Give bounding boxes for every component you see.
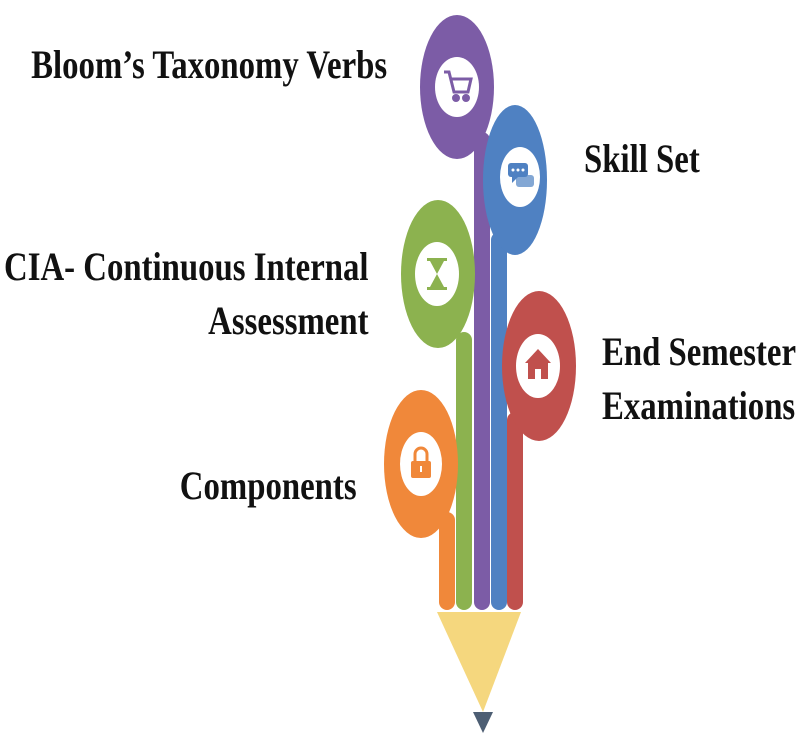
- label-cia-line2: Assessment: [208, 298, 369, 343]
- label-blooms-text: Bloom’s Taxonomy Verbs: [30, 42, 387, 87]
- bubble-end: [502, 291, 576, 441]
- chat-bubbles-icon: [508, 163, 534, 187]
- label-end: End Semester Examinations: [602, 325, 796, 433]
- label-end-line2: Examinations: [602, 383, 796, 428]
- label-blooms: Bloom’s Taxonomy Verbs: [31, 38, 387, 92]
- bubble-blooms: [420, 15, 494, 159]
- label-cia: CIA- Continuous Internal Assessment: [4, 240, 369, 348]
- bubble-components: [384, 390, 458, 538]
- label-cia-line1: CIA- Continuous Internal: [4, 244, 369, 289]
- shopping-cart-icon: [444, 70, 473, 102]
- bubble-cia: [401, 200, 475, 348]
- pencil-lead: [473, 712, 493, 733]
- padlock-icon: [411, 446, 431, 478]
- label-components: Components: [180, 459, 357, 513]
- bubble-skill: [483, 105, 547, 255]
- label-end-line1: End Semester: [602, 329, 797, 374]
- label-components-text: Components: [180, 463, 357, 508]
- hourglass-icon: [427, 258, 447, 290]
- pencil-tip: [437, 612, 521, 712]
- house-icon: [525, 349, 551, 379]
- label-skill-text: Skill Set: [584, 136, 700, 181]
- label-skill: Skill Set: [584, 132, 700, 186]
